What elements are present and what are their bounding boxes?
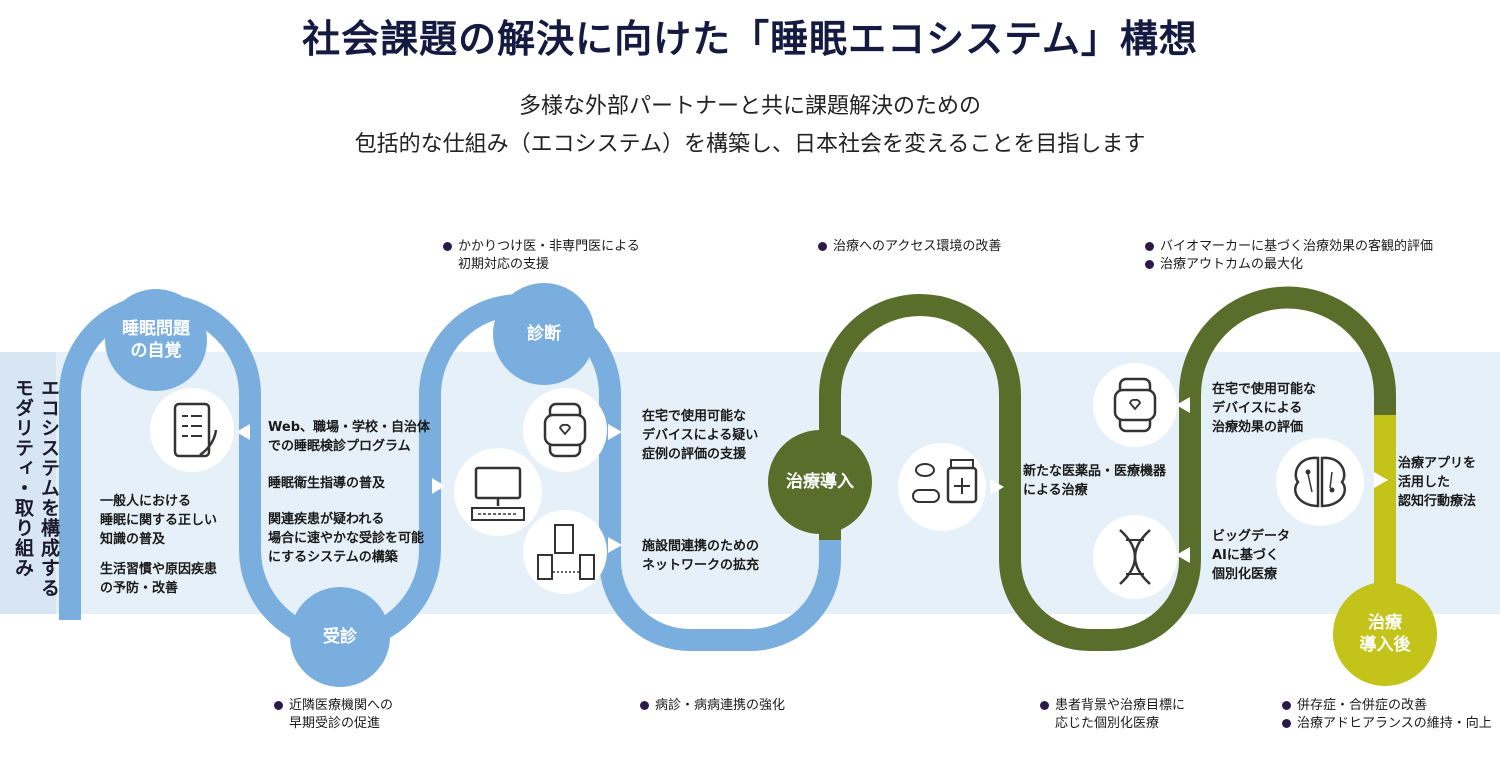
note-bottom-early-consult: 近隣医療機関への 早期受診の促進 [274,697,393,733]
side-label: エコシステムを構成する モダリティ・取り組み [12,378,60,598]
note-top-primary-care: かかりつけ医・非専門医による 初期対応の支援 [443,238,640,274]
brain-circuit-icon [1276,438,1364,526]
text-device-evaluation: 在宅で使用可能な デバイスによる疑い 症例の評価の支援 [642,409,759,462]
pointer-1 [236,424,250,440]
text-awareness-knowledge: 一般人における 睡眠に関する正しい 知識の普及 [100,494,218,547]
pointer-4 [608,537,622,553]
subtitle-line-2: 包括的な仕組み（エコシステム）を構築し、日本社会を変えることを目指します [354,132,1146,157]
side-label-band [0,352,56,614]
text-rapid-consult-system: 関連疾患が疑われる 場合に速やかな受診を可能 にするシステムの構築 [268,512,425,565]
computer-icon [454,448,542,536]
dna-icon [1093,515,1177,599]
page-title: 社会課題の解決に向けた「睡眠エコシステム」構想 [302,17,1198,61]
pointer-5 [990,479,1004,495]
text-app-cbt: 治療アプリを 活用した 認知行動療法 [1398,456,1477,509]
buildings-network-icon [523,510,607,594]
pointer-8 [1374,472,1388,488]
subtitle-line-1: 多様な外部パートナーと共に課題解決のための [518,94,981,119]
text-network-expansion: 施設間連携のための ネットワークの拡充 [642,539,760,573]
checklist-phone-icon [150,388,234,472]
note-bottom-adherence: 併存症・合併症の改善 治療アドヒアランスの維持・向上 [1282,697,1492,733]
pointer-6 [1176,397,1190,413]
flow-path-segment-3 [819,286,1396,651]
text-device-effect-evaluation: 在宅で使用可能な デバイスによる 治療効果の評価 [1212,382,1317,435]
pointer-7 [1176,547,1190,563]
text-hygiene-guidance: 睡眠衛生指導の普及 [268,476,386,491]
node-diagnosis: 診断 [493,283,595,385]
note-bottom-collaboration: 病診・病病連携の強化 [640,697,785,715]
note-top-biomarker: バイオマーカーに基づく治療効果の客観的評価 治療アウトカムの最大化 [1145,238,1433,274]
text-bigdata-ai: ビッグデータ AIに基づく 個別化医療 [1212,529,1291,582]
text-awareness-prevention: 生活習慣や原因疾患 の予防・改善 [100,562,218,596]
text-checkup-programs: Web、職場・学校・自治体 での睡眠検診プログラム [268,420,430,454]
node-treatment-start: 治療導入 [768,430,872,534]
note-bottom-personalized: 患者背景や治療目標に 応じた個別化医療 [1040,697,1185,733]
smartwatch-icon-1 [523,388,607,472]
text-new-drugs-devices: 新たな医薬品・医療機器 による治療 [1023,464,1167,498]
pointer-2 [432,478,445,494]
node-sleep-awareness: 睡眠問題 の自覚 [105,289,207,391]
pointer-3 [608,424,622,440]
flow-path-segment-2 [599,395,841,651]
node-consultation: 受診 [290,587,390,687]
medicine-icon [898,443,986,531]
smartwatch-icon-2 [1093,363,1177,447]
node-post-treatment: 治療 導入後 [1333,582,1437,686]
note-top-access: 治療へのアクセス環境の改善 [818,238,1001,256]
